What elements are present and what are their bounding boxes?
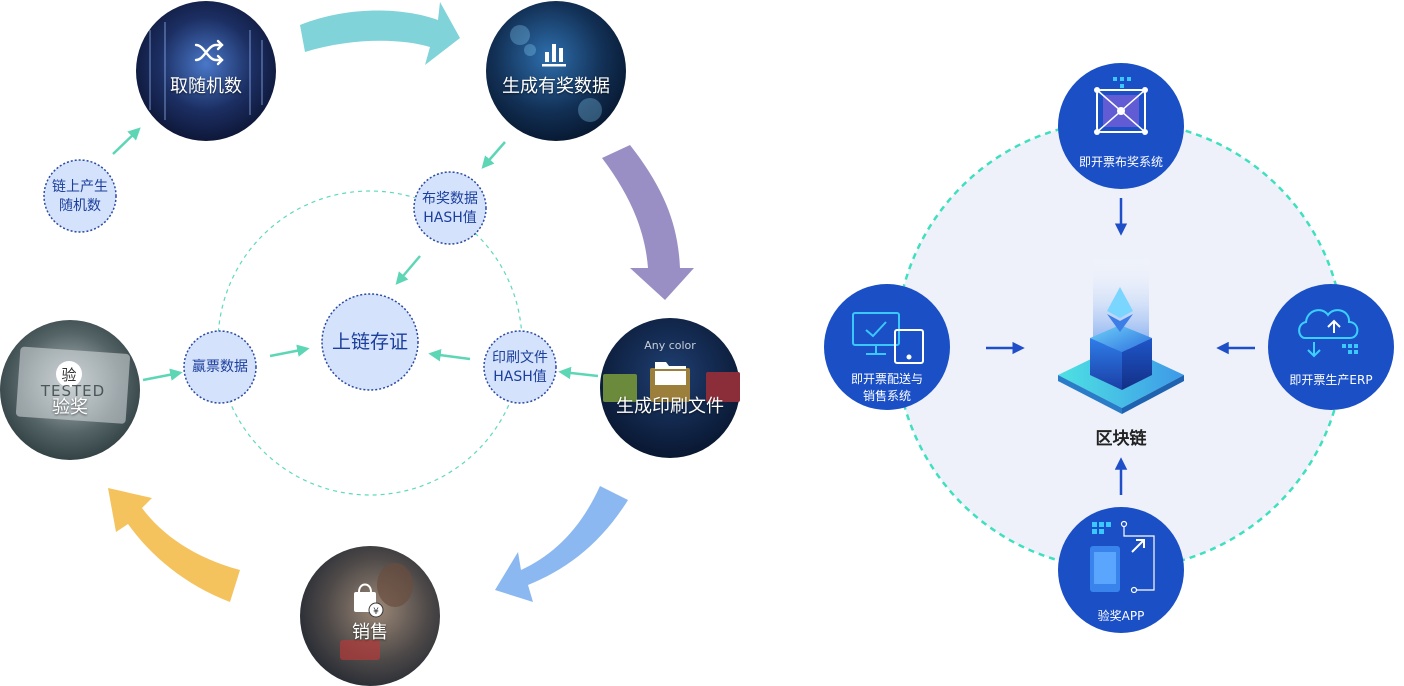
shuffle-icon — [194, 39, 224, 66]
arrow-purple — [602, 145, 694, 300]
shopping-bag-icon: ¥ — [354, 583, 384, 618]
node-verify-app — [1058, 507, 1184, 633]
svg-text:¥: ¥ — [373, 607, 379, 617]
arrow-small-1 — [112, 127, 141, 155]
arrow-small-6 — [269, 344, 310, 358]
node-distribution-sales — [824, 284, 950, 410]
bar-chart-icon — [542, 44, 566, 67]
arrow-small-3 — [395, 255, 421, 285]
node-prize-system — [1058, 63, 1184, 189]
arrow-small-7 — [142, 368, 183, 382]
arrow-small-5 — [428, 348, 471, 362]
blockchain-cube-icon — [1058, 255, 1184, 414]
node-generate-print-file — [600, 318, 740, 458]
arrow-yellow — [108, 488, 240, 602]
node-production-erp — [1268, 284, 1394, 410]
bubble-winning-data — [183, 330, 257, 404]
node-generate-prize-data — [486, 1, 626, 141]
bubble-print-hash — [483, 330, 557, 404]
bubble-prize-hash — [413, 171, 487, 245]
node-random-number — [136, 1, 276, 141]
folder-icon — [655, 362, 686, 385]
bubble-onchain-evidence — [321, 293, 419, 391]
arrow-small-2 — [481, 141, 506, 169]
node-verify-prize — [0, 320, 140, 460]
monitor-tablet-icon — [852, 312, 924, 364]
arrow-small-4 — [558, 366, 599, 380]
app-phone-icon — [1090, 520, 1155, 594]
arrow-teal — [300, 2, 460, 65]
node-sales: ¥ — [300, 546, 440, 686]
prize-matrix-icon — [1094, 77, 1148, 135]
arrow-blue — [495, 486, 628, 602]
bubble-onchain-random — [43, 159, 117, 233]
verify-badge-circle — [56, 361, 82, 387]
cloud-upload-icon — [1298, 309, 1359, 358]
